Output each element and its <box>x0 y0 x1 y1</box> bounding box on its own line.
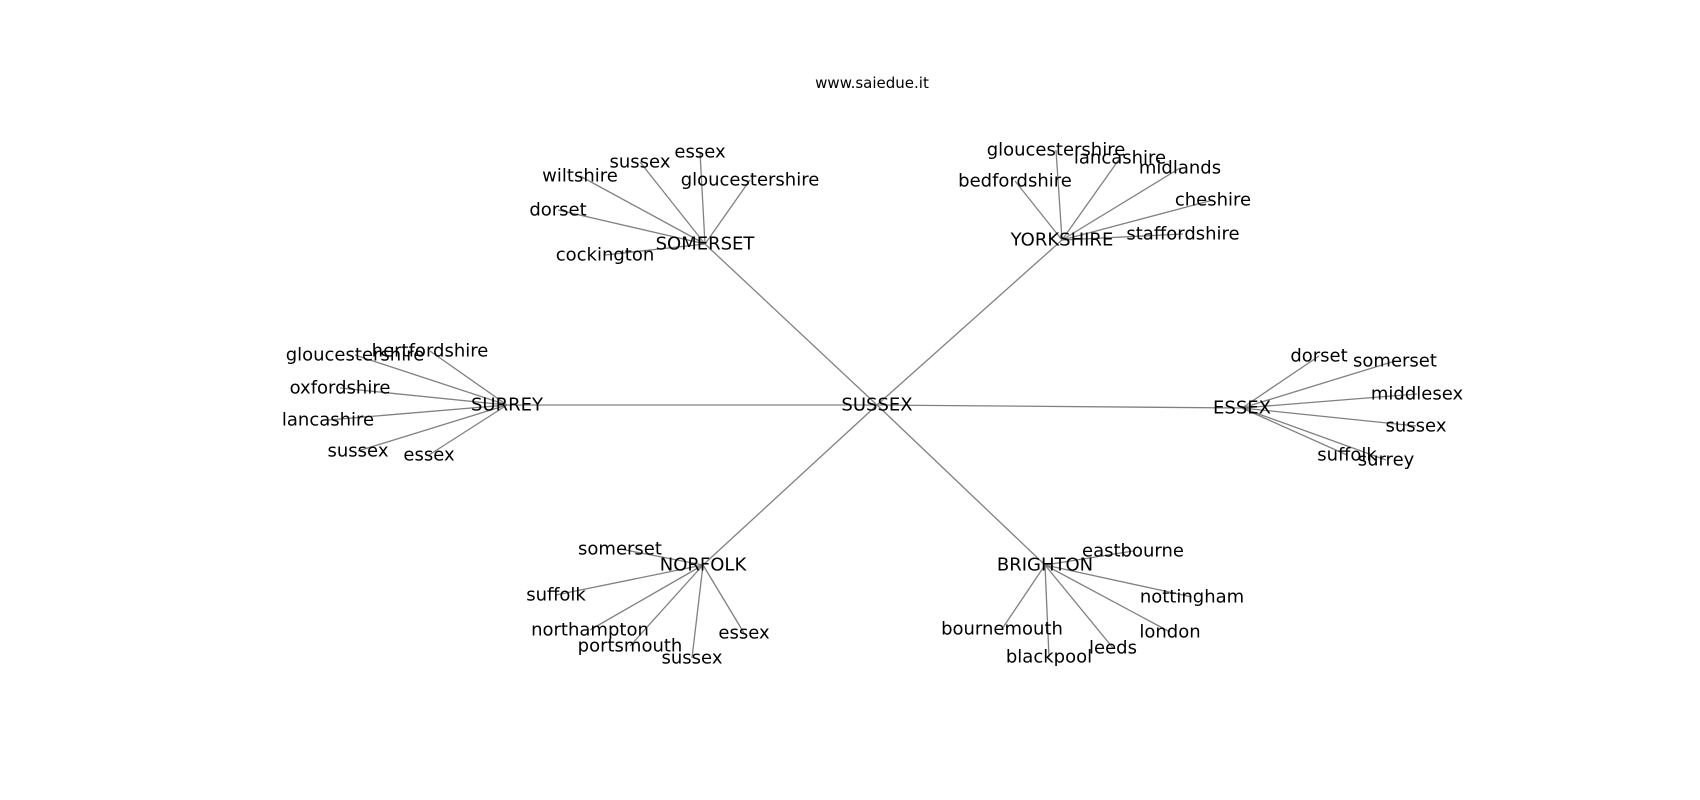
node-leaf-yorkshire-staffordshire: staffordshire <box>1126 224 1239 245</box>
edge-yorkshire-gloucestershire <box>1055 149 1063 241</box>
node-leaf-somerset-wiltshire: wiltshire <box>542 166 618 187</box>
diagram-title: www.saiedue.it <box>815 74 929 92</box>
edge-surrey-essex <box>428 404 508 456</box>
node-leaf-essex-suffolk: suffolk <box>1317 445 1377 466</box>
node-root: SUSSEX <box>841 395 912 416</box>
edge-brighton-leeds <box>1044 564 1114 649</box>
edge-norfolk-somerset <box>619 548 704 566</box>
node-leaf-somerset-cockington: cockington <box>556 245 655 266</box>
node-hub-somerset: SOMERSET <box>656 234 756 255</box>
node-leaf-essex-sussex: sussex <box>1386 416 1447 437</box>
edge-surrey-hertfordshire <box>429 350 508 406</box>
node-leaf-surrey-gloucestershire: gloucestershire <box>286 345 425 366</box>
node-leaf-yorkshire-gloucestershire: gloucestershire <box>987 140 1126 161</box>
edge-norfolk-sussex <box>691 564 704 659</box>
node-leaf-brighton-bournemouth: bournemouth <box>941 619 1063 640</box>
node-hub-brighton: BRIGHTON <box>997 555 1093 576</box>
edge-somerset-wiltshire <box>579 175 706 245</box>
node-leaf-yorkshire-cheshire: cheshire <box>1175 190 1251 211</box>
edge-root-somerset <box>704 243 878 406</box>
node-leaf-norfolk-somerset: somerset <box>578 539 662 560</box>
node-leaf-somerset-sussex: sussex <box>610 152 671 173</box>
edge-essex-suffolk <box>1241 407 1348 456</box>
edge-essex-somerset <box>1241 360 1396 409</box>
node-leaf-brighton-nottingham: nottingham <box>1140 587 1244 608</box>
node-leaf-somerset-gloucestershire: gloucestershire <box>681 170 820 191</box>
node-leaf-essex-dorset: dorset <box>1290 346 1347 367</box>
edge-yorkshire-cheshire <box>1061 199 1214 241</box>
edge-essex-sussex <box>1241 407 1417 427</box>
node-leaf-essex-middlesex: middlesex <box>1371 384 1464 405</box>
edge-yorkshire-midlands <box>1061 167 1181 241</box>
edge-surrey-lancashire <box>327 404 508 421</box>
node-leaf-norfolk-portsmouth: portsmouth <box>578 636 683 657</box>
node-hub-essex: ESSEX <box>1213 398 1271 419</box>
node-leaf-brighton-leeds: leeds <box>1089 638 1137 659</box>
node-hub-norfolk: NORFOLK <box>660 555 748 576</box>
node-leaf-essex-somerset: somerset <box>1353 351 1437 372</box>
node-leaf-surrey-oxfordshire: oxfordshire <box>290 378 391 399</box>
edge-somerset-dorset <box>557 209 706 245</box>
edge-root-yorkshire <box>876 239 1063 406</box>
edge-essex-dorset <box>1241 355 1320 409</box>
edge-surrey-gloucestershire <box>354 354 508 406</box>
edge-brighton-blackpool <box>1044 564 1050 658</box>
edge-yorkshire-lancashire <box>1061 157 1121 241</box>
edge-somerset-essex <box>699 151 706 245</box>
edge-root-norfolk <box>702 404 878 566</box>
node-leaf-essex-surrey: surrey <box>1358 450 1415 471</box>
edge-somerset-sussex <box>639 161 706 245</box>
edge-brighton-london <box>1044 564 1171 633</box>
edge-yorkshire-staffordshire <box>1061 233 1184 241</box>
edge-norfolk-portsmouth <box>629 564 704 647</box>
node-leaf-norfolk-sussex: sussex <box>662 648 723 669</box>
edge-somerset-cockington <box>604 243 706 256</box>
node-leaf-brighton-blackpool: blackpool <box>1006 647 1092 668</box>
edge-root-brighton <box>876 404 1046 566</box>
edge-essex-surrey <box>1241 407 1387 461</box>
node-hub-yorkshire: YORKSHIRE <box>1010 230 1114 251</box>
node-leaf-brighton-london: london <box>1139 622 1200 643</box>
edge-brighton-eastbourne <box>1044 550 1134 566</box>
edge-yorkshire-bedfordshire <box>1014 180 1063 241</box>
node-leaf-somerset-essex: essex <box>674 142 726 163</box>
edge-norfolk-northampton <box>589 564 704 631</box>
node-leaf-yorkshire-lancashire: lancashire <box>1074 148 1166 169</box>
edge-essex-middlesex <box>1241 393 1418 409</box>
node-leaf-yorkshire-midlands: midlands <box>1139 158 1221 179</box>
node-leaf-yorkshire-bedfordshire: bedfordshire <box>958 171 1072 192</box>
edges-layer <box>327 149 1418 659</box>
node-leaf-surrey-hertfordshire: hertfordshire <box>372 341 489 362</box>
edge-surrey-oxfordshire <box>339 387 508 406</box>
node-leaf-norfolk-suffolk: suffolk <box>526 585 586 606</box>
node-hub-surrey: SURREY <box>471 395 544 416</box>
edge-norfolk-essex <box>702 564 745 634</box>
node-leaf-norfolk-essex: essex <box>718 623 770 644</box>
node-leaf-surrey-essex: essex <box>403 445 455 466</box>
edge-norfolk-suffolk <box>555 564 704 596</box>
edge-somerset-gloucestershire <box>704 179 751 245</box>
node-leaf-surrey-sussex: sussex <box>328 441 389 462</box>
edge-brighton-nottingham <box>1044 564 1193 598</box>
edge-root-essex <box>876 404 1243 409</box>
node-leaf-brighton-eastbourne: eastbourne <box>1082 541 1184 562</box>
edge-surrey-sussex <box>357 404 508 452</box>
edge-brighton-bournemouth <box>1001 564 1046 630</box>
node-leaf-surrey-lancashire: lancashire <box>282 410 374 431</box>
node-leaf-somerset-dorset: dorset <box>529 200 586 221</box>
node-leaf-norfolk-northampton: northampton <box>531 620 649 641</box>
